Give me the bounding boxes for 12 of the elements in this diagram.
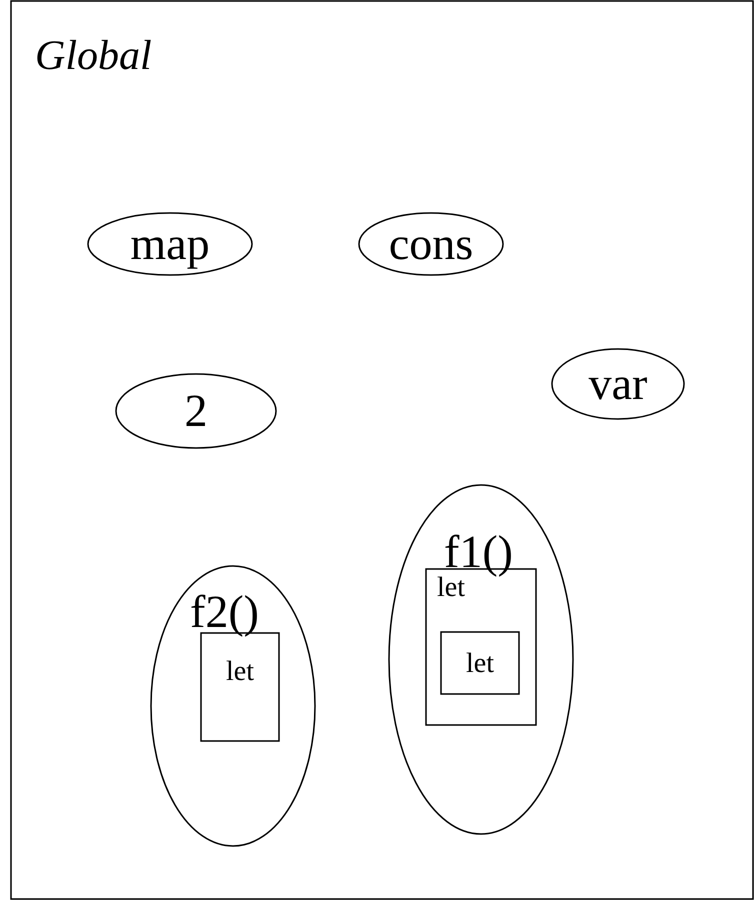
scope-ellipse	[150, 565, 316, 847]
ellipse-node: map	[87, 212, 253, 276]
scope-label: f1()	[444, 529, 513, 575]
scope-label: f2()	[190, 589, 259, 635]
ellipse-node: cons	[358, 212, 504, 276]
scope-frame	[10, 0, 754, 900]
ellipse-node: var	[551, 348, 685, 420]
scope-label: let	[437, 574, 465, 602]
block-scope-box: let	[440, 631, 520, 695]
scope-ellipse	[388, 484, 574, 835]
ellipse-node: 2	[115, 373, 277, 449]
scope-label: Global	[35, 35, 152, 77]
